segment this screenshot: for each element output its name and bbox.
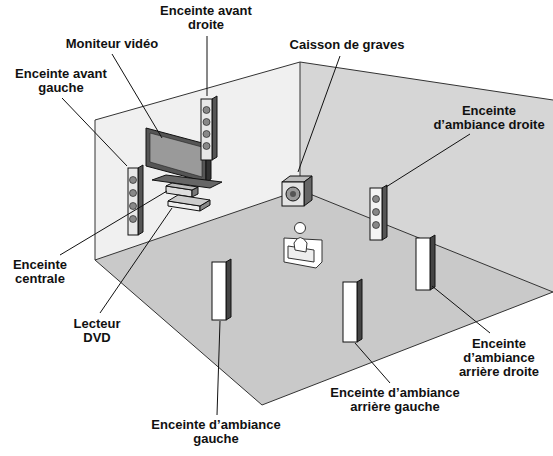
callout-label: Moniteur vidéo (55, 37, 169, 51)
center-speaker (166, 183, 198, 197)
surround-right-speaker (370, 185, 387, 240)
listener-chair (284, 223, 322, 269)
callout-label: Enceinte avant gauche (5, 67, 117, 95)
dvd-player (168, 195, 210, 211)
surround-back-left-speaker (343, 279, 362, 342)
front-right-speaker (201, 96, 217, 160)
callout-label: Enceinte d’ambiance arrière droite (448, 337, 550, 379)
callout-label: Enceinte d’ambiance gauche (150, 418, 282, 446)
callout-label: Enceinte centrale (4, 258, 76, 286)
callout-label: Caisson de graves (282, 38, 412, 52)
front-left-speaker (128, 165, 143, 235)
callout-label: Enceinte d’ambiance arrière gauche (316, 386, 474, 414)
surround-back-right-speaker (416, 235, 435, 290)
room-edges (95, 62, 553, 405)
leader-lines (60, 36, 490, 415)
subwoofer (282, 176, 312, 206)
callout-label: Lecteur DVD (65, 317, 129, 345)
floor (95, 190, 553, 405)
surround-left-speaker (212, 259, 231, 320)
callout-label: Enceinte avant droite (150, 4, 262, 32)
callout-label: Enceinte d’ambiance droite (428, 104, 550, 132)
